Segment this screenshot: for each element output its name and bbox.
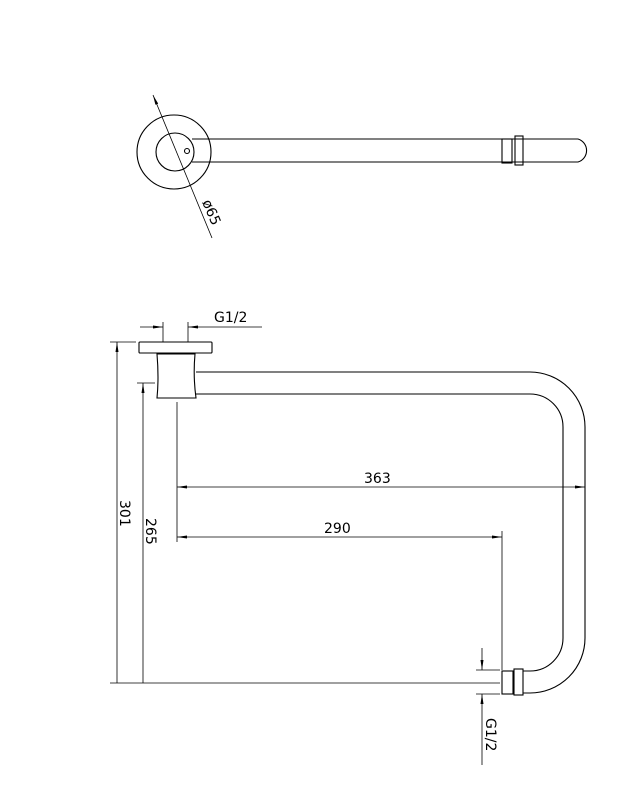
flange-inner-outline <box>155 132 195 172</box>
outlet-thread-label: G1/2 <box>482 718 498 751</box>
diameter-label: ø65 <box>198 197 223 228</box>
outlet-height-label: 265 <box>142 518 158 545</box>
screw-hole <box>183 147 191 155</box>
arm-outline-top <box>192 138 588 163</box>
overall-reach-label: 363 <box>364 471 391 487</box>
outlet-thread <box>501 670 514 695</box>
inlet-thread-label: G1/2 <box>214 310 247 326</box>
overall-height-label: 301 <box>116 500 132 527</box>
wall-flange-outline <box>136 114 212 190</box>
thread-fitting <box>501 138 513 164</box>
connector-body <box>156 353 197 399</box>
outlet-nut <box>513 668 524 696</box>
arm-inner-edge <box>196 393 564 672</box>
diameter-dimension-line <box>152 94 213 239</box>
side-view: G1/2 301 265 363 290 G1/2 <box>110 310 586 765</box>
nut-fitting <box>514 135 524 166</box>
outlet-reach-label: 290 <box>324 521 351 537</box>
arm-outer-edge <box>196 371 586 694</box>
top-view: ø65 <box>136 94 588 239</box>
wall-flange <box>138 341 213 354</box>
